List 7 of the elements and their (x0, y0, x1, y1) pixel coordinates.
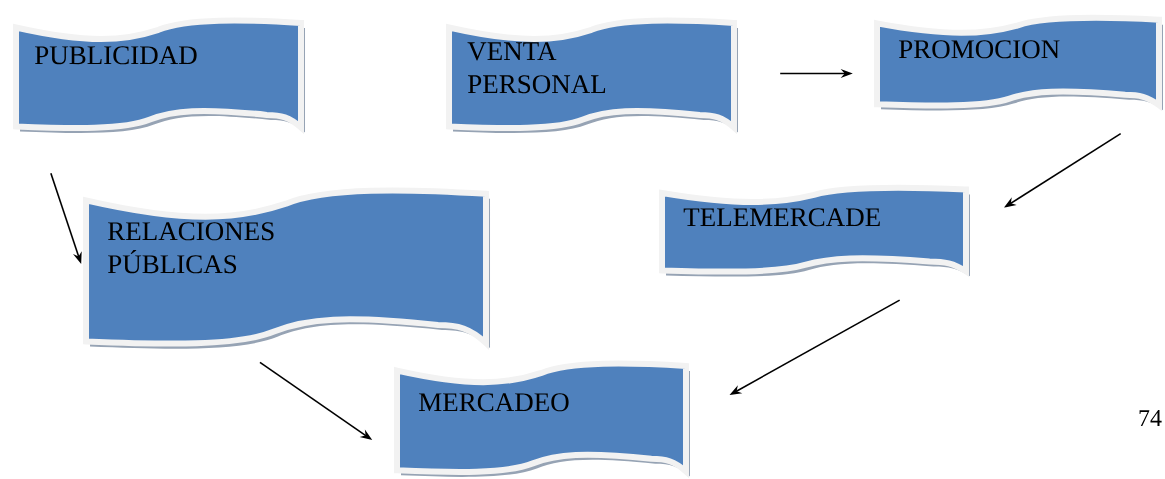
banner: TELEMERCADE (659, 184, 970, 277)
banner: PROMOCION (874, 14, 1163, 111)
banner: VENTA PERSONAL (446, 17, 738, 133)
page-number: 74 (1139, 410, 1162, 426)
banner: MERCADEO (394, 360, 690, 477)
banner: PUBLICIDAD (13, 17, 305, 133)
banner: RELACIONES PÚBLICAS (83, 187, 490, 349)
